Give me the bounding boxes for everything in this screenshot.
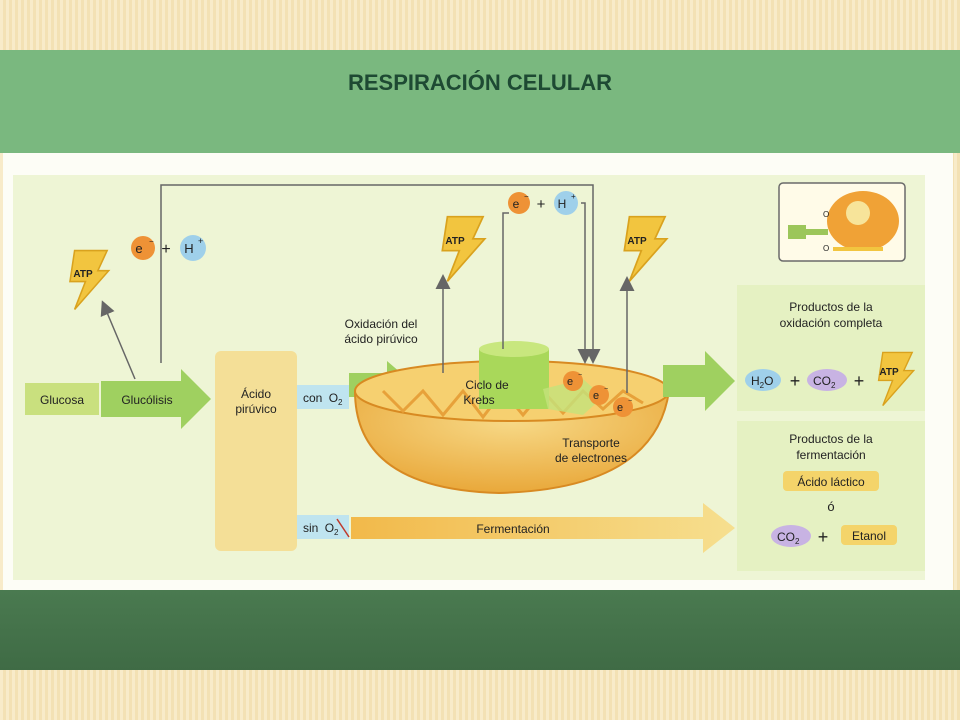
svg-text:e: e — [513, 197, 520, 211]
mitochondrion-inset: O O — [778, 182, 906, 262]
electron-proton-krebs: e − + H + — [508, 191, 578, 215]
electron-to-transport-arrow — [577, 202, 593, 364]
water-product: H2O — [745, 369, 781, 391]
pyruvate-oxidation-label-1: Oxidación del — [345, 317, 418, 331]
mitochondrion — [353, 341, 671, 495]
electron-transport-label-2: de electrones — [555, 451, 627, 465]
svg-text:O: O — [823, 210, 829, 219]
lactic-acid-box — [783, 471, 879, 491]
co2-product-oxidation: CO2 — [807, 369, 847, 391]
svg-text:−: − — [524, 192, 529, 201]
glucose-label: Glucosa — [40, 393, 84, 407]
fermentation-arrow — [351, 503, 735, 553]
footer-band — [0, 590, 960, 670]
svg-text:H2O: H2O — [751, 374, 773, 390]
lactic-acid-label: Ácido láctico — [797, 474, 865, 489]
atp-label-product: ATP — [879, 367, 899, 378]
svg-text:O: O — [823, 244, 829, 253]
electron-transport-label-1: Transporte — [562, 436, 620, 450]
complete-oxidation-title-1: Productos de la — [789, 300, 873, 314]
electrons-transport: e − e − e − — [563, 371, 633, 417]
krebs-label-1: Ciclo de — [465, 378, 509, 392]
krebs-to-electron-arrow — [502, 212, 509, 349]
co2-product-fermentation: CO2 — [771, 525, 811, 547]
glycolysis-arrow — [101, 369, 211, 429]
atp-arrow-glycolysis — [100, 300, 136, 380]
cellular-respiration-diagram: O O Glucosa Glucólisis ATP e − + H — [13, 175, 925, 580]
svg-text:−: − — [604, 386, 608, 393]
svg-text:−: − — [628, 398, 632, 405]
with-o2-label: con O2 — [303, 391, 343, 407]
fermentation-products-panel — [737, 421, 925, 571]
pyruvate-oxidation-label-2: ácido pirúvico — [344, 332, 418, 346]
plus-sign-3: + — [818, 527, 829, 547]
svg-text:e: e — [135, 241, 142, 256]
svg-text:e: e — [617, 402, 623, 414]
glucose-box — [25, 383, 99, 415]
svg-text:+: + — [571, 192, 576, 201]
fermentation-label: Fermentación — [476, 522, 549, 536]
pyruvic-acid-label-2: pirúvico — [235, 402, 277, 416]
complete-oxidation-arrow — [663, 351, 735, 411]
slide: RESPIRACIÓN CELULAR — [0, 50, 960, 670]
pyruvic-acid-label-1: Ácido — [241, 386, 271, 401]
no-o2-strike — [336, 518, 350, 538]
or-label: ó — [827, 499, 834, 514]
atp-label-transport: ATP — [627, 236, 647, 247]
svg-text:e: e — [593, 390, 599, 402]
svg-text:+: + — [198, 236, 203, 246]
krebs-label-2: Krebs — [463, 393, 494, 407]
with-o2-box — [297, 385, 349, 409]
plus-sign-1: + — [790, 371, 801, 391]
ethanol-box — [841, 525, 897, 545]
plus-sign-2: + — [854, 371, 865, 391]
glycolysis-label: Glucólisis — [121, 393, 172, 407]
electron-proton-glycolysis: e − + H + — [131, 235, 206, 261]
header-band: RESPIRACIÓN CELULAR — [0, 50, 960, 153]
svg-text:CO2: CO2 — [777, 530, 800, 546]
ethanol-label: Etanol — [852, 529, 886, 543]
svg-text:H: H — [184, 241, 193, 256]
fermentation-products-title-1: Productos de la — [789, 432, 873, 446]
without-o2-label: sin O2 — [303, 521, 339, 537]
slide-title: RESPIRACIÓN CELULAR — [347, 70, 612, 95]
svg-text:−: − — [149, 237, 154, 246]
svg-text:+: + — [537, 196, 546, 213]
atp-label-glycolysis: ATP — [73, 269, 93, 280]
svg-text:CO2: CO2 — [813, 374, 836, 390]
svg-text:+: + — [161, 241, 170, 258]
atp-label-krebs: ATP — [445, 236, 465, 247]
diagram-frame: O O Glucosa Glucólisis ATP e − + H — [3, 153, 953, 590]
pyruvic-acid-box — [215, 351, 297, 551]
without-o2-box — [297, 515, 349, 539]
electron-loop-arrow — [160, 184, 601, 364]
svg-text:H: H — [558, 197, 567, 211]
fermentation-products-title-2: fermentación — [796, 448, 865, 462]
svg-text:e: e — [567, 376, 573, 388]
complete-oxidation-title-2: oxidación completa — [780, 316, 883, 330]
svg-text:−: − — [578, 372, 582, 379]
